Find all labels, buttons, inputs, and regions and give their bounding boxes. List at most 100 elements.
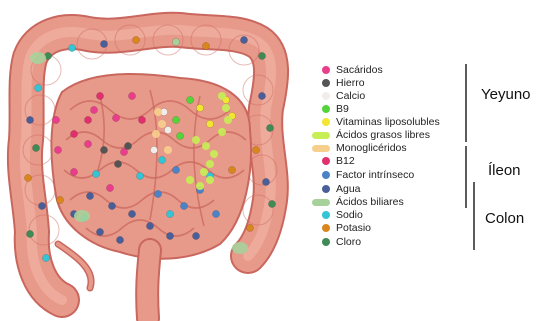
nutrient-dot <box>172 166 179 173</box>
nutrient-dot <box>172 116 179 123</box>
legend-label: B9 <box>336 103 349 115</box>
nutrient-dot <box>258 52 265 59</box>
legend-label: B12 <box>336 155 355 167</box>
nutrient-dot <box>96 228 103 235</box>
legend-label: Sodio <box>336 209 363 221</box>
legend-swatch <box>322 185 330 193</box>
legend-label: Monoglicéridos <box>336 142 407 154</box>
nutrient-dot <box>206 120 213 127</box>
nutrient-dot <box>86 192 93 199</box>
nutrient-dot <box>70 130 77 137</box>
nutrient-dot <box>34 84 41 91</box>
fatty-acid-blob <box>210 150 218 158</box>
nutrient-dot <box>202 42 209 49</box>
legend-item: Factor intrínseco <box>322 169 414 181</box>
nutrient-dot <box>128 92 135 99</box>
nutrient-dot <box>196 104 203 111</box>
legend-item: Sodio <box>322 209 363 221</box>
nutrient-dot <box>150 146 157 153</box>
monoglyceride-blob <box>152 130 160 138</box>
nutrient-dot <box>128 210 135 217</box>
legend-item: B12 <box>322 155 355 167</box>
nutrient-dot <box>52 116 59 123</box>
nutrient-dot <box>258 92 265 99</box>
monoglyceride-blob <box>164 146 172 154</box>
legend-item: Agua <box>322 183 361 195</box>
nutrient-dot <box>68 44 75 51</box>
region-label-yeyuno: Yeyuno <box>481 86 531 103</box>
legend-item: B9 <box>322 103 349 115</box>
nutrient-dot <box>26 230 33 237</box>
nutrient-dot <box>138 116 145 123</box>
legend-swatch <box>322 171 330 179</box>
region-label-colon: Colon <box>485 210 524 227</box>
nutrient-dot <box>240 36 247 43</box>
legend-label: Calcio <box>336 90 365 102</box>
nutrient-dot <box>262 178 269 185</box>
nutrient-dot <box>32 144 39 151</box>
bile-acid-blob <box>74 210 90 222</box>
legend-swatch <box>312 132 330 139</box>
nutrient-dot <box>108 202 115 209</box>
legend-swatch <box>312 145 330 152</box>
legend-item: Ácidos biliares <box>322 196 404 208</box>
nutrient-dot <box>136 172 143 179</box>
legend-item: Vitaminas liposolubles <box>322 116 440 128</box>
legend-label: Vitaminas liposolubles <box>336 116 440 128</box>
legend-label: Ácidos grasos libres <box>336 129 430 141</box>
nutrient-dot <box>268 200 275 207</box>
nutrient-dot <box>132 36 139 43</box>
nutrient-dot <box>38 202 45 209</box>
nutrient-dot <box>212 210 219 217</box>
legend-item: Calcio <box>322 90 365 102</box>
nutrient-dot <box>266 124 273 131</box>
nutrient-dot <box>186 96 193 103</box>
legend-label: Agua <box>336 183 361 195</box>
legend-swatch <box>322 92 330 100</box>
nutrient-dot <box>166 210 173 217</box>
small-intestine-mass <box>51 74 251 259</box>
nutrient-dot <box>90 106 97 113</box>
intestine-illustration <box>23 25 277 318</box>
nutrient-dot <box>26 116 33 123</box>
nutrient-dot <box>180 202 187 209</box>
bile-acid-blob <box>30 52 46 64</box>
legend-label: Potasio <box>336 222 371 234</box>
legend-swatch <box>312 199 330 206</box>
legend-swatch <box>322 238 330 246</box>
nutrient-dot <box>164 126 171 133</box>
nutrient-dot <box>96 92 103 99</box>
legend-item: Potasio <box>322 222 371 234</box>
fatty-acid-blob <box>202 142 210 150</box>
nutrient-dot <box>84 140 91 147</box>
nutrient-dot <box>228 166 235 173</box>
nutrient-dot <box>146 222 153 229</box>
nutrient-dot <box>100 40 107 47</box>
region-brackets <box>466 64 474 250</box>
monoglyceride-blob <box>158 120 166 128</box>
nutrient-dot <box>100 146 107 153</box>
nutrient-dot <box>124 142 131 149</box>
legend-item: Cloro <box>322 236 361 248</box>
legend-swatch <box>322 224 330 232</box>
nutrient-dot <box>24 174 31 181</box>
fatty-acid-blob <box>218 92 226 100</box>
fatty-acid-blob <box>196 182 204 190</box>
nutrient-dot <box>42 254 49 261</box>
fatty-acid-blob <box>224 116 232 124</box>
nutrient-dot <box>172 38 179 45</box>
legend-swatch <box>322 211 330 219</box>
nutrient-dot <box>158 156 165 163</box>
nutrient-dot <box>192 232 199 239</box>
fatty-acid-blob <box>200 168 208 176</box>
bile-acid-blob <box>232 242 248 254</box>
legend-label: Hierro <box>336 77 365 89</box>
rectum <box>147 250 150 318</box>
legend-label: Sacáridos <box>336 64 383 76</box>
fatty-acid-blob <box>222 104 230 112</box>
nutrient-dot <box>84 116 91 123</box>
legend-item: Monoglicéridos <box>322 142 407 154</box>
legend-swatch <box>322 79 330 87</box>
fatty-acid-blob <box>206 176 214 184</box>
